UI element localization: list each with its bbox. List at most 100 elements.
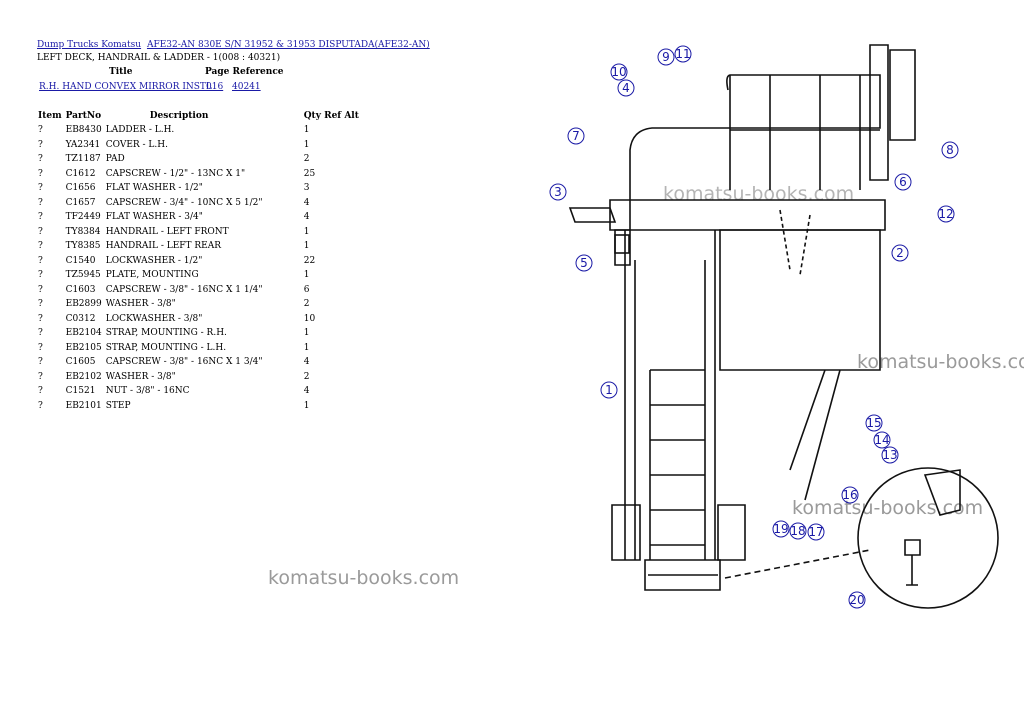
part-number: EB8430 (65, 125, 102, 136)
parts-table-header: Item PartNo Description Qty Ref Alt (36, 109, 361, 123)
callout-7[interactable] (567, 127, 585, 145)
callout-2-label: 2 (896, 246, 904, 260)
part-description: WASHER - 3/8" (105, 371, 176, 382)
ref-row: R.H. HAND CONVEX MIRROR INSTL (39, 82, 212, 92)
callout-3-label: 3 (554, 185, 562, 199)
col-item: Item (38, 111, 62, 121)
callout-10-label: 10 (611, 65, 626, 79)
part-item: ? (38, 212, 43, 223)
part-qty: 1 (303, 139, 310, 150)
part-qty: 3 (303, 183, 310, 194)
callout-1[interactable] (600, 381, 618, 399)
part-item: ? (38, 299, 43, 310)
callout-20[interactable] (848, 591, 866, 609)
part-item: ? (38, 357, 43, 368)
callout-17[interactable] (807, 523, 825, 541)
callout-15-label: 15 (866, 416, 881, 430)
callout-9[interactable] (657, 48, 675, 66)
part-qty: 1 (303, 226, 310, 237)
callout-2[interactable] (891, 244, 909, 262)
ladder-drawing (568, 44, 999, 609)
callout-6-label: 6 (899, 175, 907, 189)
part-description: HANDRAIL - LEFT FRONT (105, 226, 229, 237)
callout-13[interactable] (881, 446, 899, 464)
callout-3[interactable] (549, 183, 567, 201)
part-qty: 1 (303, 342, 310, 353)
part-number: C1612 (65, 168, 96, 179)
callout-8[interactable] (941, 141, 959, 159)
callout-labels: 1 2 3 4 5 6 7 8 9 10 11 12 13 14 15 16 1… (549, 45, 959, 609)
part-number: C1603 (65, 284, 96, 295)
part-item: ? (38, 270, 43, 281)
callout-10[interactable] (610, 63, 628, 81)
callout-14-label: 14 (874, 433, 889, 447)
callout-14[interactable] (873, 431, 891, 449)
part-number: EB2101 (65, 400, 102, 411)
part-qty: 1 (303, 400, 310, 411)
ref-number-link[interactable]: 40241 (232, 82, 261, 92)
callout-15[interactable] (865, 414, 883, 432)
breadcrumb: Dump Trucks Komatsu AFE32-AN 830E S/N 31… (37, 40, 433, 50)
callout-19[interactable] (772, 520, 790, 538)
part-description: STRAP, MOUNTING - L.H. (105, 342, 227, 353)
callout-6[interactable] (894, 173, 912, 191)
breadcrumb-model-link[interactable]: AFE32-AN 830E S/N 31952 & 31953 DISPUTAD… (146, 40, 430, 50)
callout-1-label: 1 (605, 383, 613, 397)
part-qty: 2 (303, 371, 310, 382)
part-number: TZ1187 (65, 154, 101, 165)
part-description: WASHER - 3/8" (105, 299, 176, 310)
part-qty: 4 (303, 212, 310, 223)
part-description: STEP (105, 400, 131, 411)
part-item: ? (38, 241, 43, 252)
col-alt: Alt (344, 111, 359, 121)
part-qty: 1 (303, 328, 310, 339)
part-item: ? (38, 139, 43, 150)
part-description: COVER - L.H. (105, 139, 168, 150)
part-number: TY8385 (65, 241, 101, 252)
part-description: FLAT WASHER - 3/4" (105, 212, 203, 223)
parts-diagram: 1 2 3 4 5 6 7 8 9 10 11 12 13 14 15 16 1… (549, 44, 999, 609)
col-partno: PartNo (65, 111, 102, 121)
callout-19-label: 19 (773, 522, 788, 536)
callout-5[interactable] (575, 254, 593, 272)
callout-18[interactable] (789, 522, 807, 540)
callout-13-label: 13 (882, 448, 897, 462)
part-number: EB2105 (65, 342, 102, 353)
callout-12-label: 12 (938, 207, 953, 221)
ref-title-link[interactable]: R.H. HAND CONVEX MIRROR INSTL (39, 82, 212, 92)
ref-page-link[interactable]: 016 (206, 82, 224, 92)
part-description: FLAT WASHER - 1/2" (105, 183, 203, 194)
part-item: ? (38, 371, 43, 382)
part-description: HANDRAIL - LEFT REAR (105, 241, 222, 252)
part-description: PAD (105, 154, 125, 165)
part-description: LOCKWASHER - 3/8" (105, 313, 203, 324)
callout-4[interactable] (617, 79, 635, 97)
callout-11-label: 11 (675, 47, 690, 61)
part-number: YA2341 (65, 139, 101, 150)
part-qty: 1 (303, 270, 310, 281)
part-number: EB2104 (65, 328, 102, 339)
callout-11[interactable] (674, 45, 692, 63)
part-qty: 2 (303, 154, 310, 165)
part-number: C1657 (65, 197, 96, 208)
part-qty: 4 (303, 386, 310, 397)
part-item: ? (38, 255, 43, 266)
part-item: ? (38, 342, 43, 353)
callout-12[interactable] (937, 205, 955, 223)
callout-20-label: 20 (849, 593, 864, 607)
part-item: ? (38, 154, 43, 165)
ref-page-header: Page Reference (205, 67, 284, 77)
parts-table: Item PartNo Description Qty Ref Alt ?EB8… (36, 109, 361, 413)
callout-16[interactable] (841, 486, 859, 504)
breadcrumb-category-link[interactable]: Dump Trucks Komatsu (37, 40, 142, 50)
